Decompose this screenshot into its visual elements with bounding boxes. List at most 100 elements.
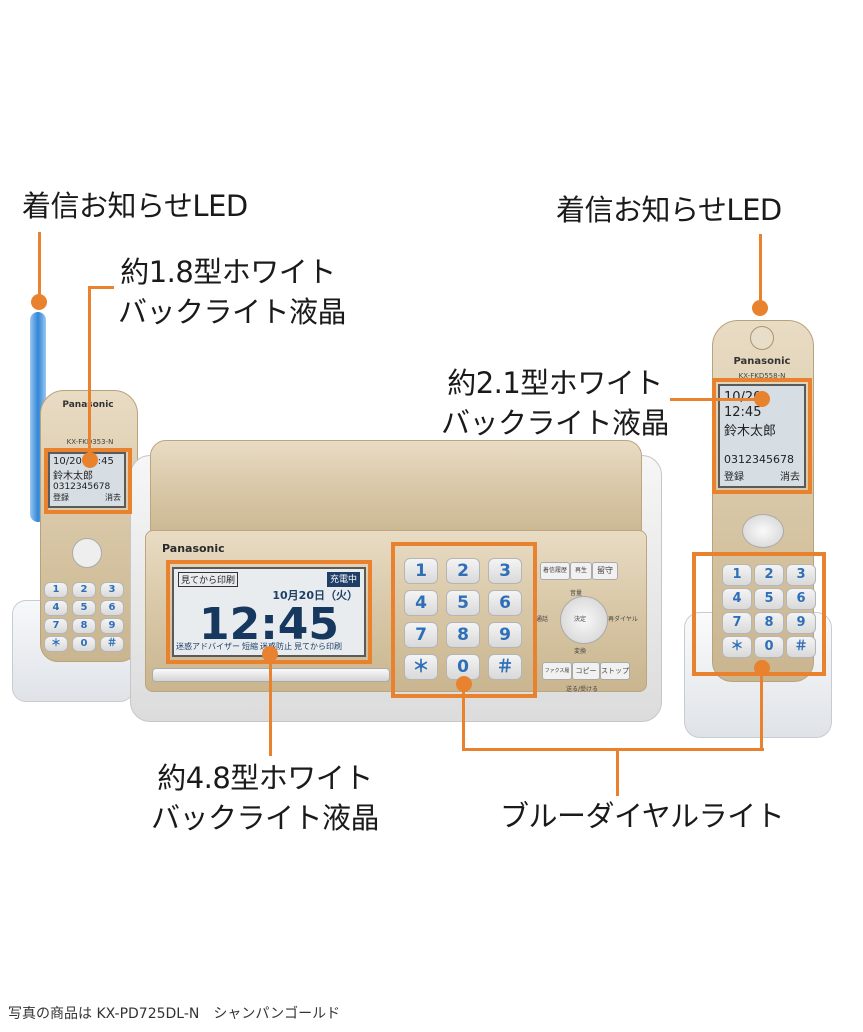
label-lcd-main-line2: バックライト液晶 (150, 801, 380, 835)
main-key-9[interactable]: 9 (488, 622, 522, 648)
right-lcd-time: 10/20 12:45 (724, 390, 762, 420)
right-key-1[interactable]: 1 (722, 564, 752, 586)
leader-dial-right-v (760, 668, 763, 750)
leader-lcd-main (269, 660, 272, 756)
main-lcd-bottom-item: 見てから印刷 (294, 642, 342, 651)
leader-led-left (38, 232, 41, 300)
main-key-hash[interactable]: ＃ (488, 654, 522, 680)
right-key-0[interactable]: 0 (754, 636, 784, 658)
main-lcd-status: 充電中 (326, 572, 360, 587)
right-brand-logo: Panasonic (733, 356, 791, 367)
left-keypad: 1 2 3 4 5 6 7 8 9 ＊ 0 ＃ (44, 520, 132, 652)
main-convert-label: 変換 (574, 648, 587, 655)
left-key-hash[interactable]: ＃ (100, 636, 124, 652)
right-lcd-soft-left: 登録 (724, 472, 744, 483)
label-led-left: 着信お知らせLED (22, 189, 248, 223)
main-copy-button[interactable]: コピー (572, 662, 600, 680)
leader-dial-stem (616, 748, 619, 796)
main-key-8[interactable]: 8 (446, 622, 480, 648)
left-lcd-name: 鈴木太郎 (53, 471, 93, 482)
right-lcd-number: 0312345678 (724, 453, 794, 466)
leader-dot-lcd-right (754, 391, 770, 407)
leader-lcd-small-v (88, 286, 91, 456)
left-key-5[interactable]: 5 (72, 600, 96, 616)
right-key-3[interactable]: 3 (786, 564, 816, 586)
main-talk-label: 通話 (536, 616, 549, 623)
left-key-3[interactable]: 3 (100, 582, 124, 598)
main-answer-button[interactable]: 留守 (592, 562, 618, 580)
leader-dial-h (462, 748, 764, 751)
left-key-6[interactable]: 6 (100, 600, 124, 616)
left-key-1[interactable]: 1 (44, 582, 68, 598)
main-lcd: 見てから印刷 充電中 10月20日（火） 12:45 (172, 567, 366, 657)
main-key-star[interactable]: ＊ (404, 654, 438, 680)
right-key-star[interactable]: ＊ (722, 636, 752, 658)
label-lcd-small-line2: バックライト液晶 (118, 295, 347, 329)
left-key-star[interactable]: ＊ (44, 636, 68, 652)
leader-dot-led-left (31, 294, 47, 310)
right-key-8[interactable]: 8 (754, 612, 784, 634)
right-key-hash[interactable]: ＃ (786, 636, 816, 658)
main-key-1[interactable]: 1 (404, 558, 438, 584)
main-nav-ring[interactable] (560, 596, 608, 644)
main-key-0[interactable]: 0 (446, 654, 480, 680)
label-lcd-small-line1: 約1.8型ホワイト (120, 255, 336, 289)
left-key-2[interactable]: 2 (72, 582, 96, 598)
left-key-8[interactable]: 8 (72, 618, 96, 634)
label-lcd-main-line1: 約4.8型ホワイト (157, 761, 373, 795)
main-redial-label: 再ダイヤル (608, 616, 638, 623)
left-key-0[interactable]: 0 (72, 636, 96, 652)
main-lcd-top-row: 見てから印刷 充電中 (174, 569, 364, 587)
right-key-2[interactable]: 2 (754, 564, 784, 586)
main-key-3[interactable]: 3 (488, 558, 522, 584)
main-record-button[interactable]: 着信履歴 (540, 562, 570, 580)
left-key-7[interactable]: 7 (44, 618, 68, 634)
right-lcd-name: 鈴木太郎 (724, 424, 777, 439)
main-key-5[interactable]: 5 (446, 590, 480, 616)
product-caption: 写真の商品は KX-PD725DL-N シャンパンゴールド (8, 1006, 341, 1022)
main-key-2[interactable]: 2 (446, 558, 480, 584)
leader-dot-lcd-main (262, 646, 278, 662)
main-key-4[interactable]: 4 (404, 590, 438, 616)
main-lcd-date: 10月20日（火） (272, 589, 358, 602)
main-lcd-top-left: 見てから印刷 (178, 572, 239, 587)
leader-lcd-small-h (88, 286, 114, 289)
left-key-9[interactable]: 9 (100, 618, 124, 634)
leader-dial-left-v (462, 684, 465, 750)
main-lcd-bottom-item: 迷惑アドバイザー (176, 642, 240, 651)
left-lcd-soft-left: 登録 (53, 493, 69, 502)
main-key-7[interactable]: 7 (404, 622, 438, 648)
main-stop-button[interactable]: ストップ (600, 662, 630, 680)
leader-led-right (759, 234, 762, 304)
right-keypad: 1 2 3 4 5 6 7 8 9 ＊ 0 ＃ (710, 560, 820, 670)
right-key-6[interactable]: 6 (786, 588, 816, 610)
right-key-5[interactable]: 5 (754, 588, 784, 610)
right-key-4[interactable]: 4 (722, 588, 752, 610)
label-led-right: 着信お知らせLED (556, 193, 782, 227)
main-key-6[interactable]: 6 (488, 590, 522, 616)
left-key-4[interactable]: 4 (44, 600, 68, 616)
label-lcd-small: 約1.8型ホワイト バックライト液晶 (118, 252, 347, 332)
left-nav-button[interactable] (72, 538, 102, 568)
right-lcd-soft-right: 消去 (780, 472, 800, 483)
main-play-button[interactable]: 再生 (570, 562, 592, 580)
right-lcd-softkeys: 登録 消去 (720, 466, 804, 483)
leader-dot-led-right (752, 300, 768, 316)
main-lcd-bottom-item: 短縮 (242, 642, 258, 651)
main-enter-label: 決定 (574, 616, 587, 623)
highlight-right-lcd (712, 378, 812, 494)
left-lcd-soft-right: 消去 (105, 493, 121, 502)
right-key-9[interactable]: 9 (786, 612, 816, 634)
main-brand-logo: Panasonic (162, 542, 225, 555)
leader-lcd-right (670, 398, 760, 401)
leader-dot-lcd-small (82, 452, 98, 468)
label-lcd-right: 約2.1型ホワイト バックライト液晶 (440, 363, 670, 443)
right-key-7[interactable]: 7 (722, 612, 752, 634)
label-lcd-right-line2: バックライト液晶 (440, 406, 670, 440)
left-lcd-number: 0312345678 (53, 482, 111, 492)
main-fax-history-button[interactable]: ファクス履歴 (542, 662, 572, 680)
highlight-right-keypad (692, 552, 826, 676)
right-nav-button[interactable] (742, 514, 784, 548)
right-model-label: KX-FKD558-N (738, 372, 786, 380)
label-lcd-main: 約4.8型ホワイト バックライト液晶 (150, 758, 380, 838)
